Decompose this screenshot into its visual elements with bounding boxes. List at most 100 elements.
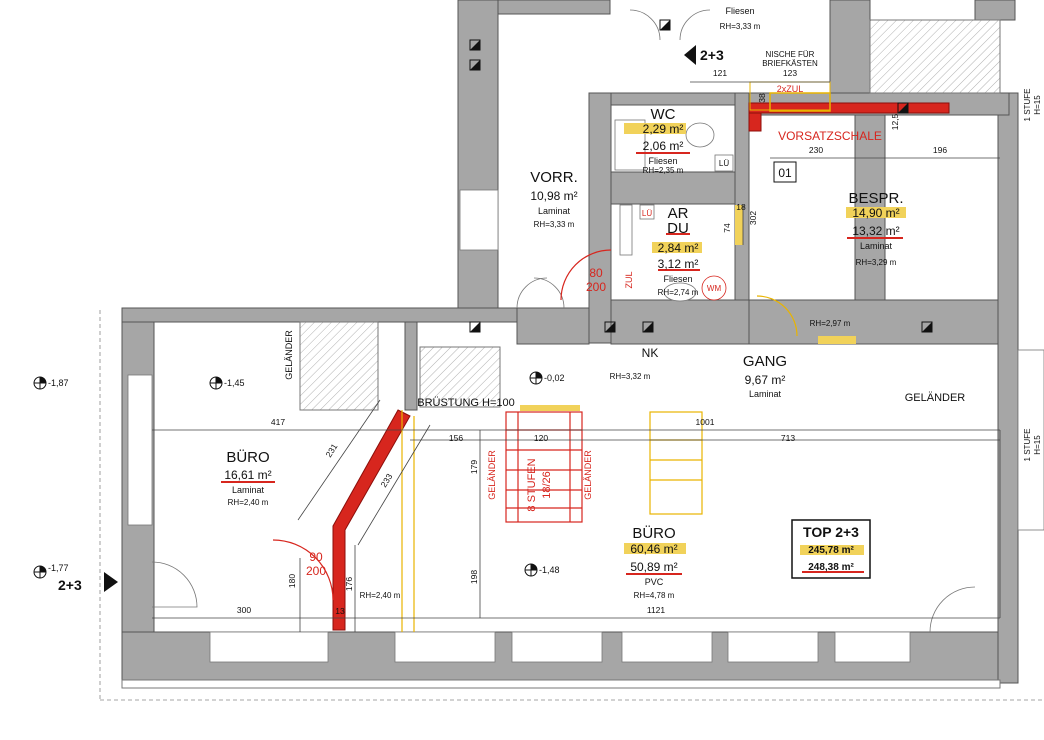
room-area-a-wc: 2,29 m² [643,122,684,136]
room-rh-top: RH=3,33 m [720,22,761,31]
walls [121,0,1019,689]
door2-width: 90 [309,550,323,564]
label-lu-1: LÜ [719,159,729,168]
top-title: TOP 2+3 [803,524,859,540]
label-bruestung: BRÜSTUNG H=100 [417,397,515,409]
door2-height: 200 [306,564,326,578]
room-name-buero-left: BÜRO [226,448,269,466]
dim-179: 179 [469,460,479,474]
dim-1121: 1121 [647,605,666,615]
room-floor-vorr: Laminat [538,206,571,216]
dim-74: 74 [722,223,732,233]
room-area-vorr: 10,98 m² [530,189,577,203]
room-area-b-buero-main: 50,89 m² [630,560,677,574]
dimension-lines [152,81,1001,632]
label-stufe-r1: 1 STUFE [1023,89,1032,122]
room-area-b-ar: 3,12 m² [658,257,699,271]
room-area-a-ar: 2,84 m² [658,241,699,255]
new-stair [505,411,583,523]
room-name-du: DU [667,220,689,237]
dim-156: 156 [449,433,463,443]
room-rh-nk: RH=3,32 m [610,372,651,381]
top-area-b: 248,38 m² [808,562,854,573]
room-name-gang: GANG [743,353,787,370]
entrance-label-left: 2+3 [58,577,82,593]
dim-300: 300 [237,605,251,615]
label-rh-240-b: RH=2,40 m [360,591,401,600]
dim-302: 302 [748,211,758,225]
section-markers [469,19,933,333]
room-floor-bespr: Laminat [860,241,893,251]
entrance-arrow-left [104,572,118,592]
room-rh-vorr: RH=3,33 m [534,220,575,229]
room-name-bespr: BESPR. [848,190,903,207]
dim-38: 38 [757,93,767,103]
room-rh-ar: RH=2,74 m [658,288,699,297]
dim-196: 196 [933,145,947,155]
room-rh-buero-main: RH=4,78 m [634,591,675,600]
label-stufen-2: 18/26 [541,471,553,499]
dim-120: 120 [534,433,548,443]
room-rh-wc: RH=2,35 m [643,166,684,175]
label-gelaender-2: GELÄNDER [905,392,966,404]
room-floor-gang: Laminat [749,389,782,399]
room-area-buero-left: 16,61 m² [224,468,271,482]
dim-233: 233 [378,472,394,490]
label-vorsatzschale: VORSATZSCHALE [778,129,882,143]
stairs-upper [299,19,1001,411]
label-stufe-r2: 1 STUFE [1023,429,1032,462]
dim-231: 231 [323,442,339,460]
new-walls [332,102,950,631]
room-name-vorr: VORR. [530,169,578,186]
dim-713: 713 [781,433,795,443]
dim-18: 18 [736,202,746,212]
room-area-b-bespr: 13,32 m² [852,224,899,238]
room-name-ar: AR [668,205,689,222]
room-name-buero-main: BÜRO [632,524,675,542]
dim-417: 417 [271,417,285,427]
room-area-b-wc: 2,06 m² [643,139,684,153]
room-floor-top: Fliesen [725,6,754,16]
level-markers [33,371,543,579]
dim-13: 13 [335,606,345,616]
room-floor-buero-left: Laminat [232,485,265,495]
label-stufen-1: 8 STUFEN [526,458,538,511]
dim-123: 123 [783,68,797,78]
label-stufe-r1h: H=15 [1033,95,1042,115]
label-2xzul: 2xZUL [777,84,804,94]
room-name-wc: WC [651,106,676,123]
fixtures [614,119,734,302]
room-rh-gang: RH=2,97 m [810,319,851,328]
room-name-nk: NK [642,346,659,360]
windows [127,189,1044,663]
dim-180: 180 [287,574,297,588]
door1-width: 80 [589,266,603,280]
label-gelaender-3: GELÄNDER [487,450,497,500]
entrance-label-top: 2+3 [700,47,724,63]
label-stufe-r2h: H=15 [1033,435,1042,455]
room-area-a-bespr: 14,90 m² [852,206,899,220]
label-gelaender-1: GELÄNDER [284,330,294,380]
label-01: 01 [778,166,792,180]
room-rh-bespr: RH=3,29 m [856,258,897,267]
dim-125: 12,5 [890,113,900,130]
label-zul: ZUL [624,271,634,288]
room-floor-ar: Fliesen [663,274,692,284]
dim-230: 230 [809,145,823,155]
dim-176: 176 [344,577,354,591]
level-5: -1,48 [539,565,560,575]
label-nische-2: BRIEFKÄSTEN [762,59,818,68]
label-lu-2: LÜ [642,209,652,218]
dim-121: 121 [713,68,727,78]
label-box-01 [773,161,797,183]
label-nische: NISCHE FÜR [766,50,815,59]
door-swings [151,9,976,633]
room-area-a-buero-main: 60,46 m² [630,542,677,556]
dim-1001: 1001 [696,417,715,427]
label-wm: WM [707,284,722,293]
level-2: -1,45 [224,378,245,388]
room-floor-buero-main: PVC [645,577,664,587]
door1-height: 200 [586,280,606,294]
level-1: -1,87 [48,378,69,388]
